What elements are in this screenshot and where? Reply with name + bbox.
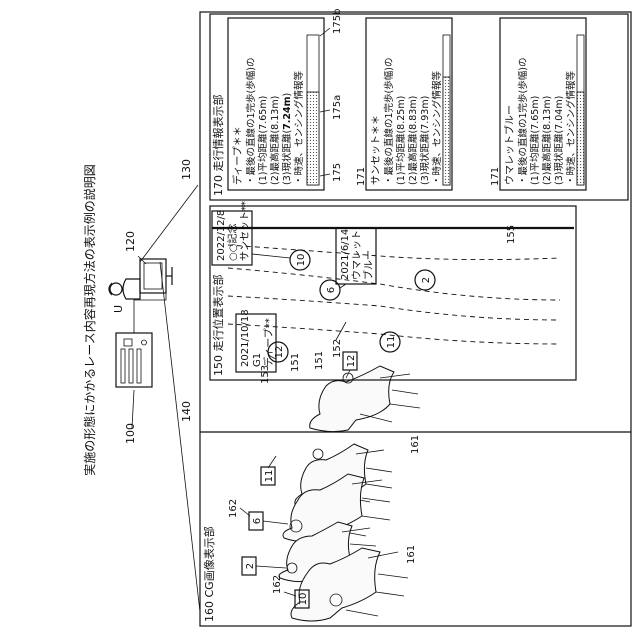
card-umalet-l3: (2)最高距離(8.13m) — [541, 96, 553, 185]
card-deep-l5: ・時速、センシング情報等 — [293, 70, 305, 185]
stride-gauge-fill — [577, 92, 584, 185]
position-panel: 150 走行位置表示部 12 10 6 2 11 2021/10/18 G1 デ… — [210, 201, 576, 384]
marker-label-10: 10 — [296, 254, 307, 267]
ref-161-b: 161 — [406, 545, 417, 564]
cg-image-panel: 160 CG画像表示部 12 11 — [202, 352, 421, 622]
card-deep-name: ディープ＊＊ — [231, 126, 244, 185]
ref-155: 155 — [506, 225, 517, 244]
card-sunset-name: サンセット＊＊ — [370, 115, 382, 185]
callout-umalet-name2: ブルー — [362, 250, 375, 280]
card-umalet-l4: (3)現状距離(7.04m) — [553, 96, 565, 185]
ref-100: 100 — [124, 423, 137, 444]
running-info-panel: 170 走行情報表示部 ディープ＊＊ ・最後の直線の1完歩(歩幅)の (1)平均… — [210, 9, 628, 200]
card-sunset-l2: (1)平均距離(8.25m) — [395, 96, 407, 185]
stride-gauge-fill-175a — [307, 92, 319, 185]
user-u — [109, 279, 140, 299]
ref-user: U — [112, 305, 125, 313]
track-line — [228, 296, 560, 320]
callout-umalet-name: ウマレット — [351, 230, 363, 280]
card-umalet-l5: ・時速、センシング情報等 — [565, 70, 577, 185]
callout-sunset-date: 2022/12/8 — [216, 210, 227, 261]
ref-153: 153 — [260, 365, 271, 384]
figure-title: 実施の形態にかかるレース内容再現方法の表示例の説明図 — [82, 164, 97, 475]
info-panel-title: 170 走行情報表示部 — [211, 95, 225, 197]
ref-171-a: 171 — [356, 167, 367, 186]
ref-151-b: 151 — [314, 351, 325, 370]
card-deep-l3: (2)最高距離(8.13m) — [269, 96, 281, 185]
card-deep-l1: ・最後の直線の1完歩(歩幅)の — [245, 58, 257, 185]
horse-12 — [310, 366, 420, 432]
ref-161-a: 161 — [410, 435, 421, 454]
ref-175a: 175a — [332, 95, 343, 120]
card-sunset-l4: (3)現状距離(7.93m) — [419, 96, 431, 185]
callout-umalet-date: 2021/6/14 — [340, 229, 351, 280]
card-umalet-name: ウマレットブルー — [503, 105, 516, 185]
ref-151-a: 151 — [290, 353, 301, 372]
card-sunset-l3: (2)最高距離(8.83m) — [407, 96, 419, 185]
display-120 — [140, 259, 172, 293]
horse-label-12: 12 — [346, 355, 357, 368]
callout-sunset-race: ○○記念 — [226, 224, 239, 261]
position-panel-title: 150 走行位置表示部 — [211, 275, 225, 377]
marker-label-11: 11 — [386, 336, 397, 349]
callout-deep-name: ディープ** — [262, 318, 275, 367]
ref-171-b: 171 — [490, 167, 501, 186]
horse-label-10: 10 — [298, 593, 309, 606]
cg-panel-title: 160 CG画像表示部 — [202, 526, 216, 622]
horse-label-6: 6 — [252, 518, 263, 524]
card-deep-l2: (1)平均距離(7.65m) — [257, 96, 269, 185]
ref-120: 120 — [124, 231, 137, 252]
ref-175b: 175b — [332, 9, 343, 34]
marker-label-6: 6 — [326, 287, 337, 293]
info-card-umalet: ウマレットブルー ・最後の直線の1完歩(歩幅)の (1)平均距離(7.65m) … — [500, 18, 586, 190]
ref-152: 152 — [332, 339, 343, 358]
marker-label-2: 2 — [421, 277, 432, 283]
ref-130: 130 — [180, 159, 193, 180]
track-line — [228, 245, 560, 260]
stride-gauge-fill — [443, 77, 450, 185]
callout-sunset-name: サンセット** — [239, 201, 251, 261]
card-umalet-l1: ・最後の直線の1完歩(歩幅)の — [517, 58, 529, 185]
ref-162-b: 162 — [272, 575, 283, 594]
horse-label-11: 11 — [264, 470, 275, 483]
info-card-sunset: サンセット＊＊ ・最後の直線の1完歩(歩幅)の (1)平均距離(8.25m) (… — [366, 18, 452, 190]
card-deep-l4: (3)現状距離(7.24m) — [281, 93, 293, 185]
card-umalet-l2: (1)平均距離(7.65m) — [529, 96, 541, 185]
horse-label-2: 2 — [245, 563, 256, 569]
ref-175: 175 — [332, 163, 343, 182]
card-sunset-l1: ・最後の直線の1完歩(歩幅)の — [383, 58, 395, 185]
ref-162-a: 162 — [228, 499, 239, 518]
info-card-deep: ディープ＊＊ ・最後の直線の1完歩(歩幅)の (1)平均距離(7.65m) (2… — [228, 18, 324, 190]
track-line — [228, 268, 560, 300]
callout-deep-date: 2021/10/18 — [240, 309, 251, 367]
card-sunset-l5: ・時速、センシング情報等 — [431, 70, 443, 185]
ref-140: 140 — [180, 401, 193, 422]
server-100 — [116, 333, 152, 387]
